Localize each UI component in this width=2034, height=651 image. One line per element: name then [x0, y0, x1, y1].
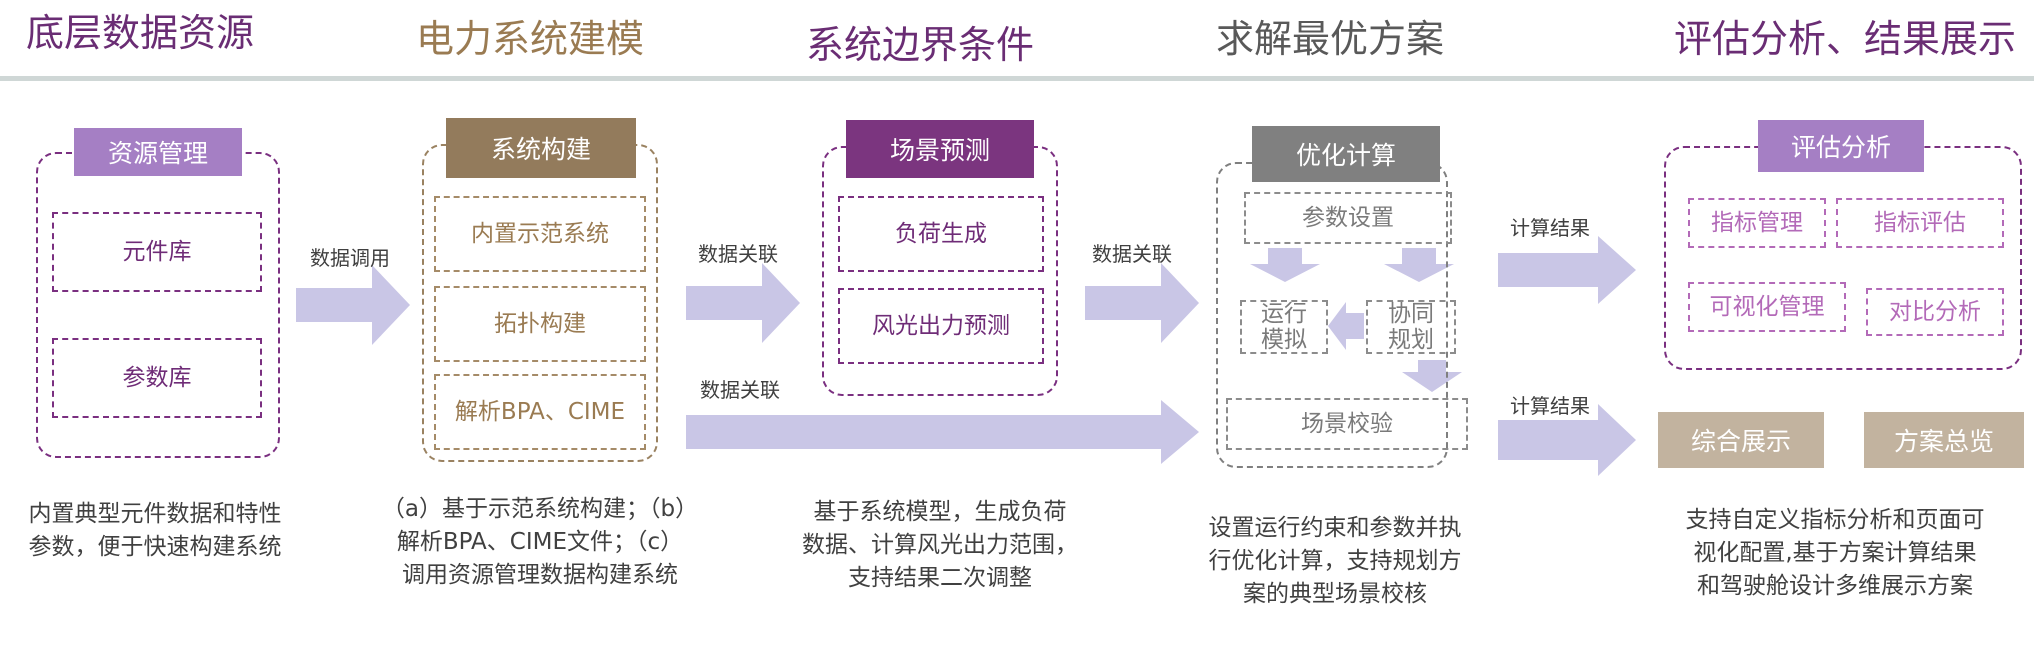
- arrow-label-data-link-1: 数据关联: [698, 242, 778, 266]
- stage-title-boundary-conditions: 系统边界条件: [805, 23, 1034, 67]
- stage-title-evaluation-display: 评估分析、结果展示: [1673, 17, 2016, 61]
- comprehensive-display-button[interactable]: 综合展示: [1658, 412, 1824, 468]
- stage-title-optimal-solution: 求解最优方案: [1215, 17, 1444, 61]
- indicator-management[interactable]: 指标管理: [1688, 198, 1826, 248]
- scenario-description: 基于系统模型，生成负荷 数据、计算风光出力范围， 支持结果二次调整: [802, 499, 1078, 591]
- arrow-label-data-link-2: 数据关联: [1092, 242, 1172, 266]
- arrow-down-left: [1250, 248, 1320, 282]
- stage-title-data-resources: 底层数据资源: [25, 11, 254, 55]
- scenario-prediction-header: 场景预测: [846, 120, 1034, 178]
- arrow-calc-result-1: [1498, 236, 1636, 304]
- arrow-data-link-1: [686, 263, 800, 343]
- parameter-library[interactable]: 参数库: [52, 338, 262, 418]
- optimization-header: 优化计算: [1252, 126, 1440, 182]
- component-library[interactable]: 元件库: [52, 212, 262, 292]
- arrow-down-right: [1384, 248, 1454, 282]
- arrow-down-check: [1402, 360, 1462, 392]
- plan-overview-button[interactable]: 方案总览: [1864, 412, 2024, 468]
- resource-management-header: 资源管理: [74, 128, 242, 176]
- evaluation-header: 评估分析: [1758, 120, 1924, 172]
- load-generation[interactable]: 负荷生成: [838, 196, 1044, 272]
- arrow-label-data-link-3: 数据关联: [700, 378, 780, 402]
- evaluation-description: 支持自定义指标分析和页面可 视化配置,基于方案计算结果 和驾驶舱设计多维展示方案: [1685, 507, 1985, 599]
- indicator-evaluation[interactable]: 指标评估: [1836, 198, 2004, 248]
- arrow-left: [1328, 302, 1364, 350]
- coordinated-planning[interactable]: 协同 规划: [1366, 300, 1456, 354]
- builtin-demo-system[interactable]: 内置示范系统: [434, 196, 646, 272]
- evaluation-group: [1664, 146, 2022, 370]
- arrow-label-data-call: 数据调用: [310, 246, 390, 270]
- system-build-description: （a）基于示范系统构建；（b） 解析BPA、CIME文件；（c） 调用资源管理数…: [381, 496, 699, 588]
- arrow-label-calc-result-1: 计算结果: [1510, 216, 1590, 240]
- arrow-data-link-2: [1085, 263, 1199, 343]
- wind-solar-forecast[interactable]: 风光出力预测: [838, 288, 1044, 364]
- title-divider: [0, 76, 2034, 81]
- parse-bpa-cime[interactable]: 解析BPA、CIME: [434, 374, 646, 450]
- operation-simulation[interactable]: 运行 模拟: [1240, 300, 1328, 354]
- optimization-description: 设置运行约束和参数并执 行优化计算，支持规划方 案的典型场景校核: [1208, 515, 1462, 607]
- comparative-analysis[interactable]: 对比分析: [1866, 288, 2004, 336]
- resource-description: 内置典型元件数据和特性 参数，便于快速构建系统: [28, 501, 282, 560]
- arrow-data-link-long: [686, 400, 1199, 464]
- visualization-management[interactable]: 可视化管理: [1688, 282, 1846, 332]
- topology-build[interactable]: 拓扑构建: [434, 286, 646, 362]
- system-build-header: 系统构建: [446, 118, 636, 178]
- arrow-data-call: [296, 265, 410, 345]
- parameter-settings[interactable]: 参数设置: [1244, 192, 1452, 244]
- arrow-label-calc-result-2: 计算结果: [1510, 394, 1590, 418]
- arrow-calc-result-2: [1498, 404, 1636, 476]
- stage-title-power-modeling: 电力系统建模: [415, 17, 644, 61]
- scenario-verification[interactable]: 场景校验: [1226, 398, 1468, 450]
